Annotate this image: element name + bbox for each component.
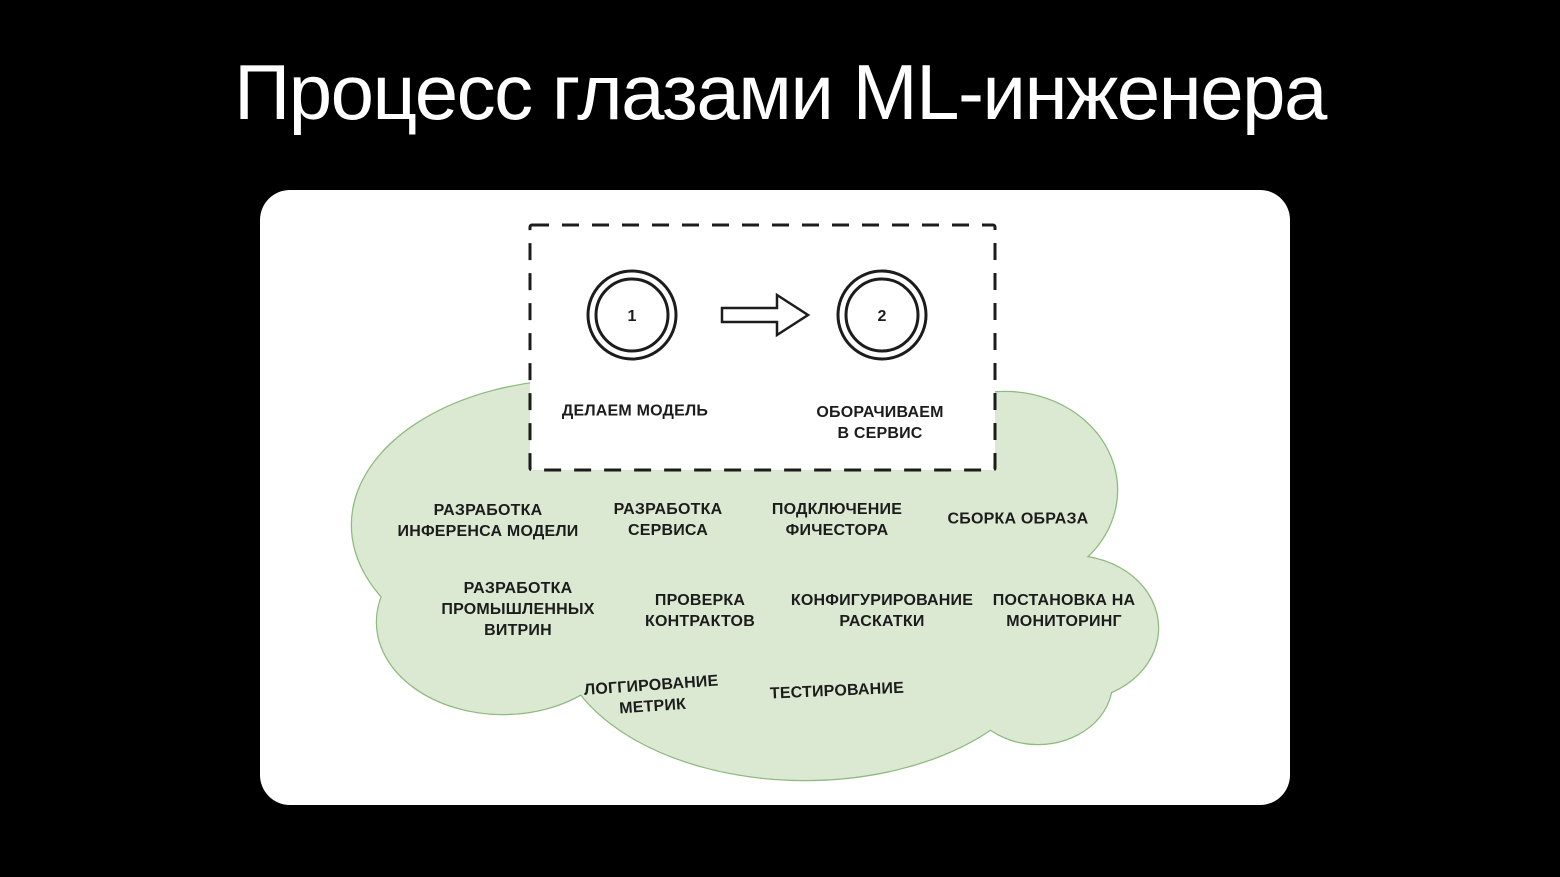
step-2-circle-inner bbox=[844, 277, 920, 353]
flow-step-2-label: ОБОРАЧИВАЕМ В СЕРВИС bbox=[816, 404, 944, 442]
step-2-number: 2 bbox=[878, 308, 887, 325]
step-1-number: 1 bbox=[628, 308, 637, 325]
cloud-task-industrial-datamarts: РАЗРАБОТКА ПРОМЫШЛЕННЫХ ВИТРИН bbox=[441, 579, 595, 639]
right-arrow-icon bbox=[720, 292, 811, 338]
diagram-card: 1 2 ДЕЛАЕМ МОДЕЛЬ ОБОРАЧИВАЕМ В СЕРВИС Р… bbox=[260, 190, 1290, 805]
flow-step-1-label: ДЕЛАЕМ МОДЕЛЬ bbox=[561, 402, 709, 420]
cloud-task-monitoring-setup: ПОСТАНОВКА НА МОНИТОРИНГ bbox=[992, 592, 1136, 630]
cloud-task-inference-development: РАЗРАБОТКА ИНФЕРЕНСА МОДЕЛИ bbox=[397, 502, 579, 540]
cloud-task-contract-checks: ПРОВЕРКА КОНТРАКТОВ bbox=[645, 592, 755, 630]
step-1-circle-inner bbox=[594, 277, 670, 353]
cloud-task-rollout-configuration: КОНФИГУРИРОВАНИЕ РАСКАТКИ bbox=[790, 592, 974, 630]
cloud-task-featurestore-connection: ПОДКЛЮЧЕНИЕ ФИЧЕСТОРА bbox=[771, 501, 903, 539]
slide-title: Процесс глазами ML-инженера bbox=[234, 48, 1327, 136]
diagram-graphics: 1 2 bbox=[350, 223, 1160, 782]
cloud-task-image-build: СБОРКА ОБРАЗА bbox=[947, 510, 1089, 528]
cloud-task-service-development: РАЗРАБОТКА СЕРВИСА bbox=[613, 501, 723, 539]
